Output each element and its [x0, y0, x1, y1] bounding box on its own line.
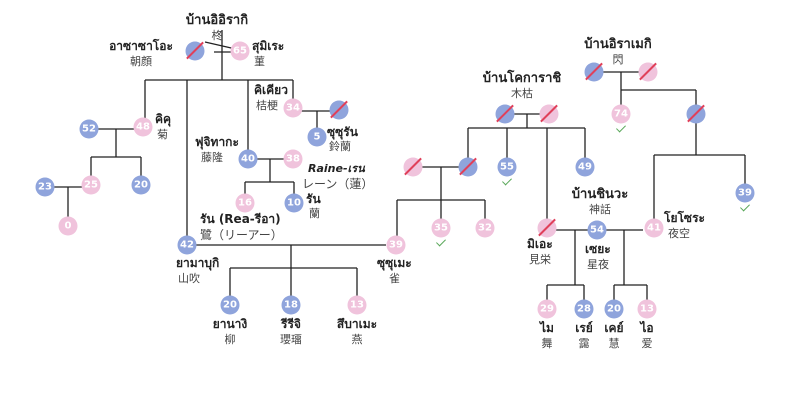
kikyo-name: คิเคียว [254, 83, 288, 97]
raine-kana: レーン（蓮） [302, 177, 374, 191]
kokarachi-wife-node[interactable] [539, 104, 559, 124]
suzuran-node[interactable]: 5 [307, 127, 327, 147]
ai-kanji: 爱 [641, 337, 653, 350]
family-shinwa-kanji: 神話 [589, 203, 611, 216]
yozora-kanji: 夜空 [668, 227, 690, 240]
mai-name: ไม [540, 321, 554, 335]
family-isiraki-name: บ้านอิอิรากิ [185, 13, 249, 28]
seiya-node[interactable]: 54 [587, 220, 607, 240]
deceased-husband-node[interactable] [458, 157, 478, 177]
mie-node[interactable] [537, 218, 557, 238]
yanagi-node[interactable]: 20 [220, 295, 240, 315]
person-23-node[interactable]: 23 [35, 177, 55, 197]
rea-name: รัน (Rea-รีอา) [200, 212, 281, 226]
kokarachi-husband-node[interactable] [495, 104, 515, 124]
rea-kana: 鷺（リーアー） [200, 228, 283, 242]
person-20-node[interactable]: 20 [131, 175, 151, 195]
kikyo-node[interactable]: 34 [283, 98, 303, 118]
ai-node[interactable]: 13 [637, 299, 657, 319]
family-isirameki-name: บ้านอิราเมกิ [584, 37, 652, 52]
person-25-node[interactable]: 25 [81, 175, 101, 195]
seiya-kanji: 星夜 [587, 258, 609, 271]
sumire-node[interactable]: 65 [230, 41, 250, 61]
asagao-kanji: 朝顔 [130, 55, 152, 68]
family-shinwa-name: บ้านชินวะ [571, 187, 629, 202]
kikyo-spouse-node[interactable] [329, 100, 349, 120]
tsubame-node[interactable]: 13 [347, 295, 367, 315]
irameki-husband-node[interactable] [584, 62, 604, 82]
person-55-node[interactable]: 55 [497, 157, 517, 177]
person-32-node[interactable]: 32 [475, 218, 495, 238]
sumire-name: สุมิเระ [252, 39, 285, 53]
irameki-son-node[interactable] [686, 104, 706, 124]
kei-name: เคย์ [604, 321, 624, 335]
person-49-node[interactable]: 49 [575, 157, 595, 177]
ran-kanji: 蘭 [309, 207, 320, 220]
fujitaka-kanji: 藤隆 [201, 151, 223, 164]
seiya-name: เซยะ [585, 242, 611, 256]
sumire-kanji: 菫 [254, 55, 265, 68]
rei-kanji: 靄 [578, 337, 590, 350]
ran-name: รัน [306, 192, 321, 206]
person-38-node[interactable]: 38 [283, 149, 303, 169]
person-39-node[interactable]: 39 [735, 183, 755, 203]
kikyo-kanji: 桔梗 [256, 99, 278, 112]
person-35-node[interactable]: 35 [431, 218, 451, 238]
yanagi-kanji: 柳 [224, 333, 236, 346]
raine-roman: Raine-เรน [308, 162, 365, 175]
kei-node[interactable]: 20 [604, 299, 624, 319]
mie-name: มิเอะ [527, 237, 553, 251]
ai-name: ไอ [640, 321, 654, 335]
asagao-name: อาซาซาโอะ [109, 39, 173, 53]
suzume-name: ซุซุเมะ [377, 256, 412, 270]
family-isirameki-kanji: 閃 [612, 53, 624, 66]
person-74-node[interactable]: 74 [611, 104, 631, 124]
yamabuki-name: ยามาบุกิ [176, 256, 220, 270]
yamabuki-kanji: 山吹 [178, 272, 200, 285]
fujitaka-node[interactable]: 40 [238, 149, 258, 169]
irameki-wife-node[interactable] [638, 62, 658, 82]
ran-node[interactable]: 10 [284, 193, 304, 213]
kiku-name: คิคุ [155, 112, 172, 126]
yanagi-name: ยานางิ [212, 317, 248, 331]
tsubame-kanji: 燕 [351, 333, 363, 346]
kiku-node[interactable]: 48 [133, 117, 153, 137]
mai-node[interactable]: 29 [537, 299, 557, 319]
family-isiraki-kanji: 柊 [211, 29, 223, 42]
kei-kanji: 慧 [608, 337, 620, 350]
family-kokarachi-kanji: 木枯 [511, 87, 533, 100]
kiku-kanji: 菊 [157, 128, 168, 141]
fujitaka-name: ฟุจิทากะ [195, 135, 239, 149]
ruri-kanji: 瓔璢 [280, 333, 302, 346]
rei-node[interactable]: 28 [574, 299, 594, 319]
yozora-name: โยโซระ [664, 211, 705, 225]
mai-kanji: 舞 [541, 337, 553, 350]
yamabuki-node[interactable]: 42 [177, 235, 197, 255]
person-0-node[interactable]: 0 [58, 216, 78, 236]
deceased-wife-node[interactable] [403, 157, 423, 177]
rei-name: เรย์ [575, 321, 593, 335]
suzume-kanji: 雀 [389, 272, 400, 285]
suzuran-kanji: 鈴蘭 [329, 140, 351, 153]
mie-kanji: 見栄 [529, 253, 551, 266]
person-16-node[interactable]: 16 [235, 193, 255, 213]
ruri-name: รีรีจิ [281, 317, 301, 331]
person-52-node[interactable]: 52 [79, 119, 99, 139]
tsubame-name: สึบาเมะ [336, 317, 378, 331]
ruri-node[interactable]: 18 [281, 295, 301, 315]
suzume-node[interactable]: 39 [386, 235, 406, 255]
suzuran-name: ซุซุรัน [327, 125, 358, 139]
family-kokarachi-name: บ้านโคการาชิ [482, 71, 562, 86]
yozora-node[interactable]: 41 [644, 218, 664, 238]
asagao-node[interactable] [185, 41, 205, 61]
